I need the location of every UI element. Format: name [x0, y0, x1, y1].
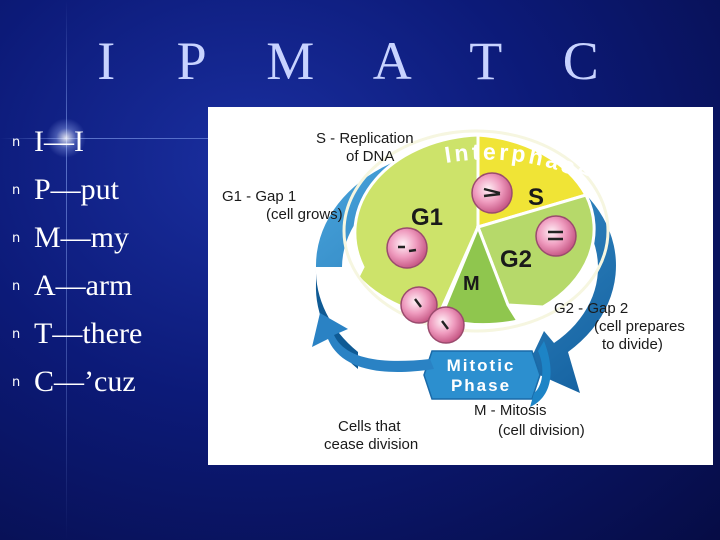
mitotic-arrow-band	[423, 350, 541, 400]
bullet-item-c: n C—’cuz	[12, 358, 142, 406]
cycle-pie	[342, 129, 610, 333]
bullet-marker: n	[12, 326, 21, 342]
cease-label-line-2: cease division	[324, 436, 418, 453]
cease-division-arrow	[312, 313, 434, 373]
cell-g1-icon	[386, 227, 428, 269]
segment-s-label: S	[528, 184, 544, 211]
cell-g2-icon	[535, 215, 577, 257]
mitotic-label-line-1: Mitotic	[447, 356, 516, 375]
bullet-item-i: n I—I	[12, 118, 142, 166]
bullet-marker: n	[12, 278, 21, 294]
decor-star-glow	[46, 118, 86, 158]
bullet-text: I—I	[34, 125, 84, 158]
bullet-text: C—’cuz	[34, 365, 136, 398]
cell-m-dividing-icon	[400, 286, 465, 344]
ring-arrow-tail	[530, 341, 551, 407]
cell-cycle-diagram: S G1 G2 M Interphase Mitotic Phase S - R…	[208, 107, 713, 465]
m-label-line-1: M - Mitosis	[474, 402, 547, 419]
g1-label-line-2: (cell grows)	[266, 206, 343, 223]
s-label-line-2: of DNA	[346, 148, 394, 165]
g2-label-line-2: (cell prepares	[594, 318, 685, 335]
g1-label-line-1: G1 - Gap 1	[222, 188, 296, 205]
mitotic-label-line-2: Phase	[451, 376, 511, 395]
segment-g2-label: G2	[500, 246, 532, 273]
decor-vertical-line	[66, 0, 67, 540]
segment-g1	[353, 133, 480, 319]
bullet-marker: n	[12, 230, 21, 246]
bullet-text: P—put	[34, 173, 120, 206]
m-label-line-2: (cell division)	[498, 422, 585, 439]
bullet-marker: n	[12, 374, 21, 390]
cell-s-icon	[471, 172, 513, 214]
bullet-item-a: n A—arm	[12, 262, 142, 310]
pie-rim	[342, 129, 610, 333]
bullet-item-p: n P—put	[12, 166, 142, 214]
bullet-marker: n	[12, 182, 21, 198]
g2-label-line-1: G2 - Gap 2	[554, 300, 628, 317]
bullet-marker: n	[12, 134, 21, 150]
bullet-text: A—arm	[34, 269, 133, 302]
cease-label-line-1: Cells that	[338, 418, 401, 435]
s-label-line-1: S - Replication	[316, 130, 414, 147]
interphase-ring-edge	[315, 267, 358, 369]
bullet-item-t: n T—there	[12, 310, 142, 358]
bullet-text: M—my	[34, 221, 130, 254]
segment-m-label: M	[463, 273, 480, 295]
bullet-text: T—there	[34, 317, 143, 350]
bullet-item-m: n M—my	[12, 214, 142, 262]
segment-g1-label: G1	[411, 204, 443, 231]
slide-title: I P M A T C	[97, 31, 623, 91]
g2-label-line-3: to divide)	[602, 336, 663, 353]
